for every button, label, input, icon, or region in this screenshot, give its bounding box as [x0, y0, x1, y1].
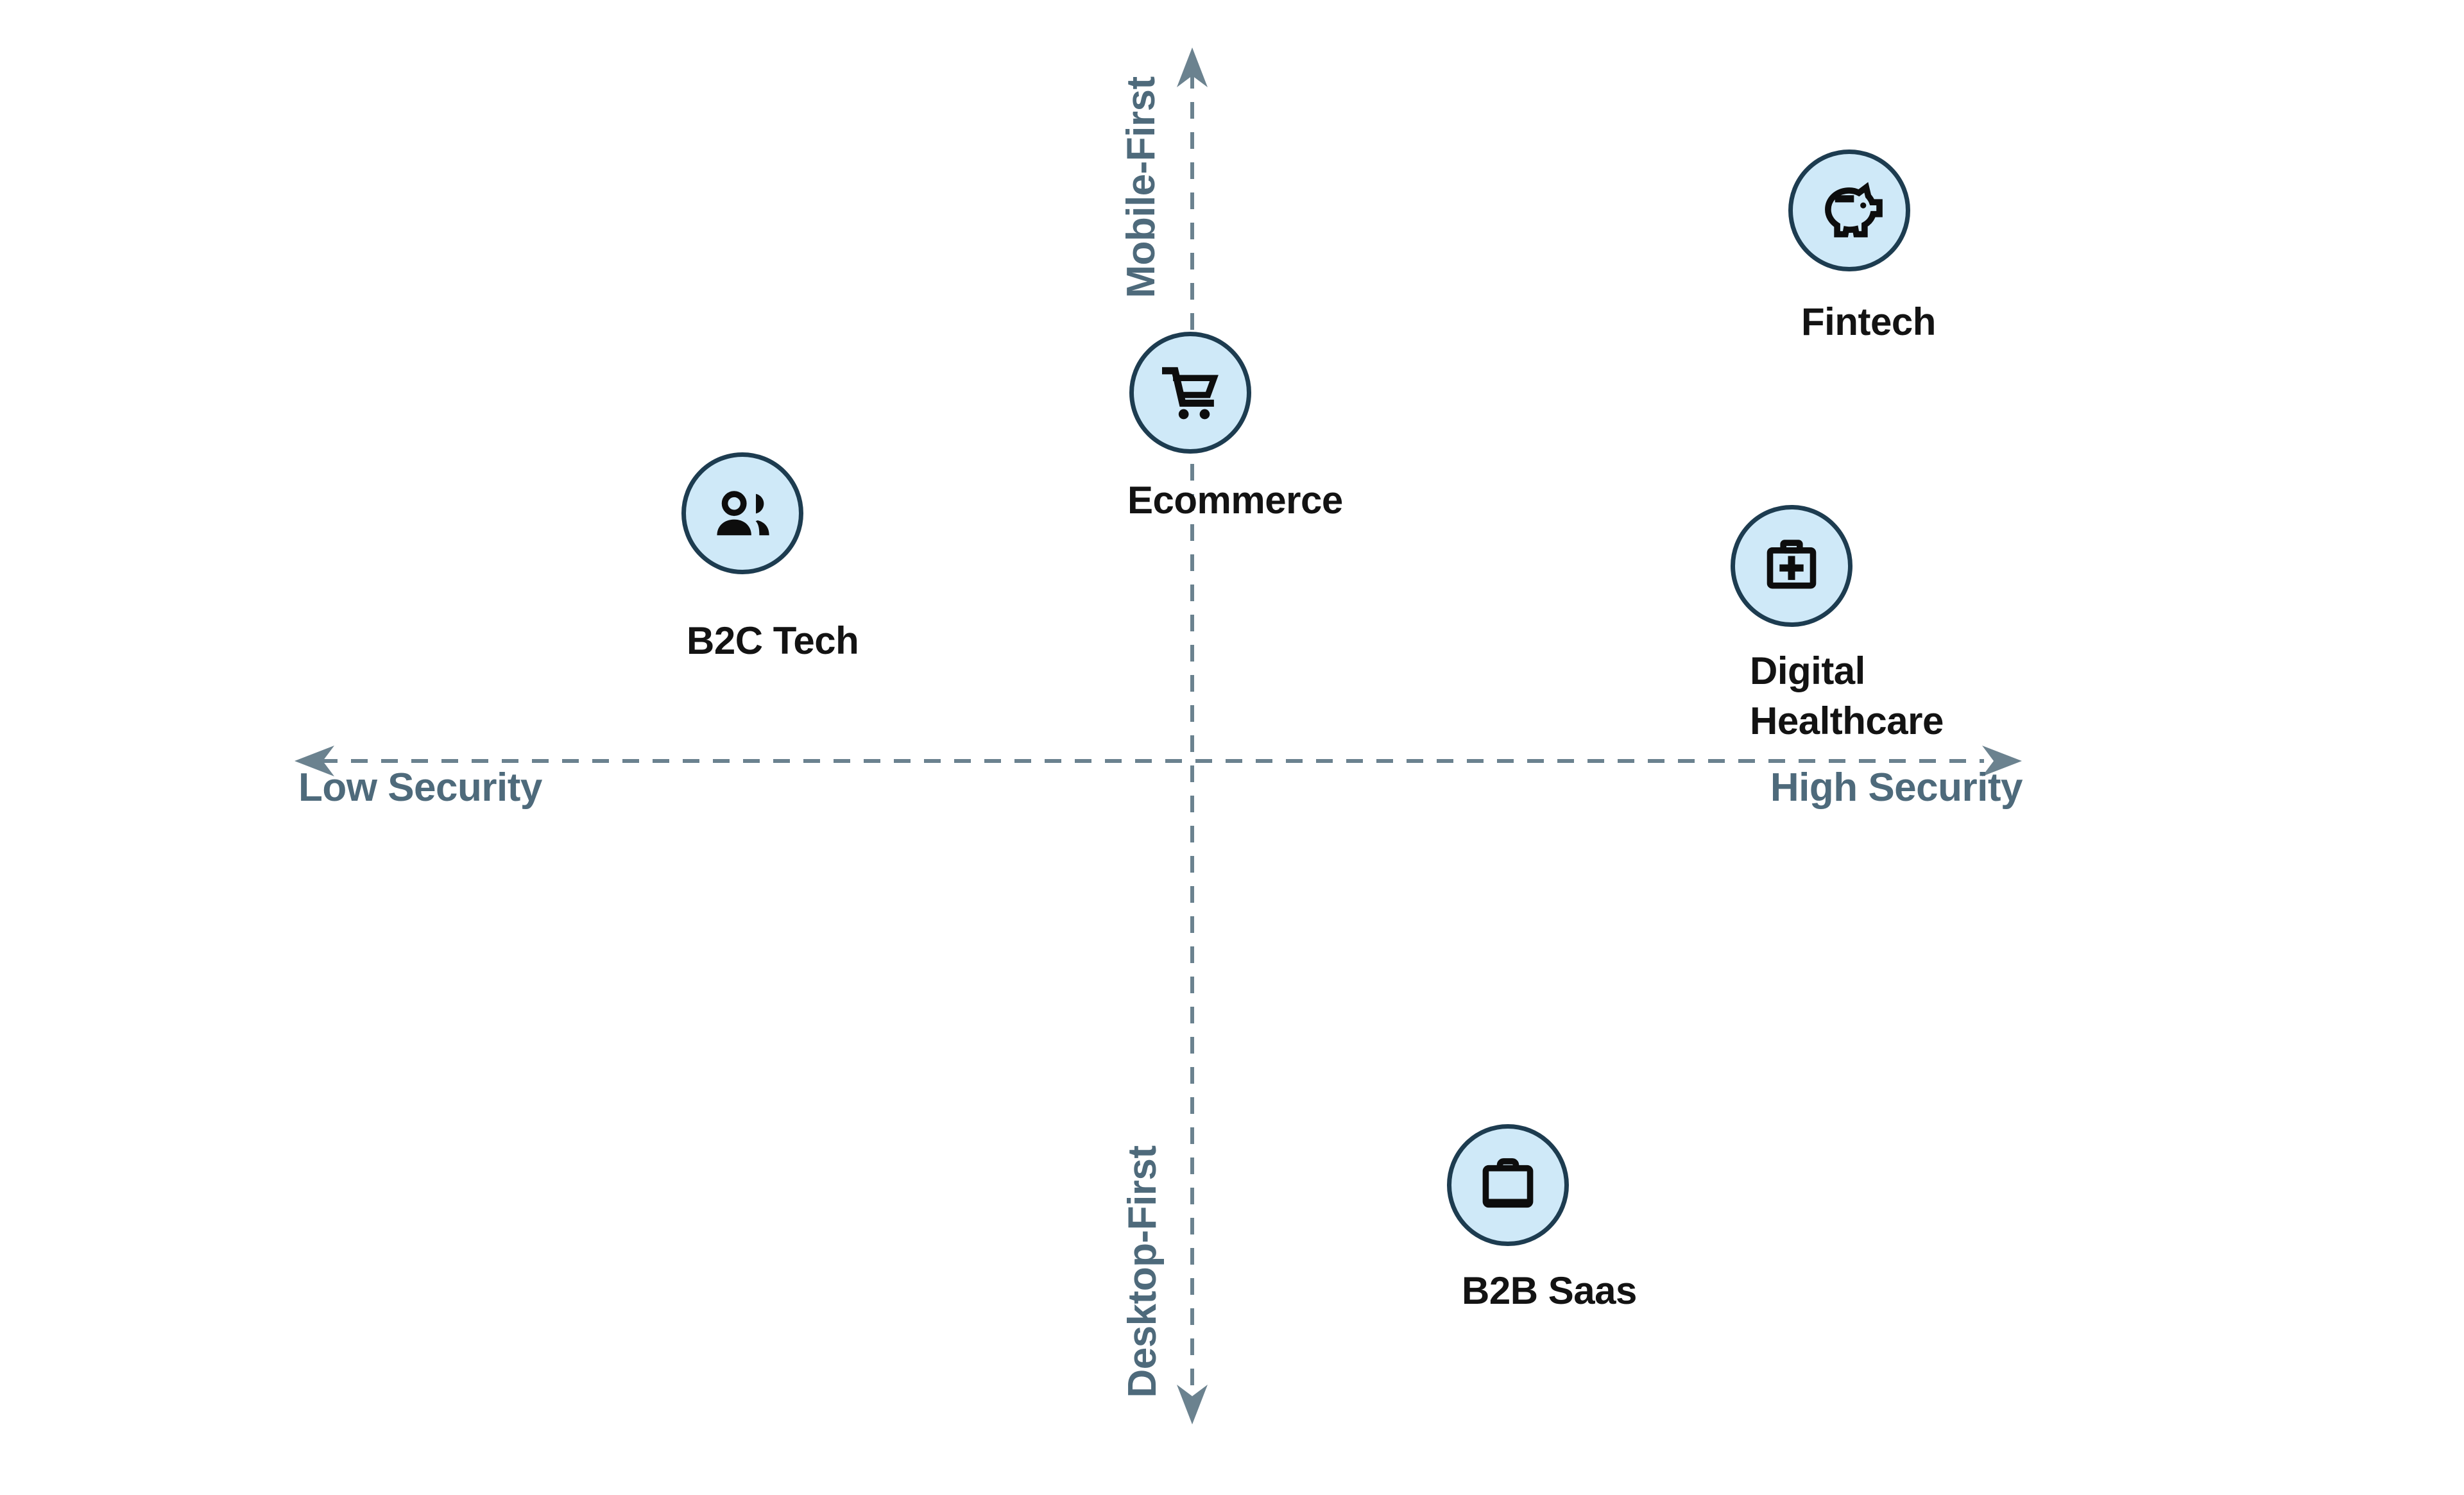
node-circle — [681, 452, 803, 574]
node-digital-healthcare: Digital Healthcare — [1731, 505, 1944, 742]
briefcase-icon — [1482, 1158, 1534, 1208]
node-circle — [1447, 1124, 1569, 1246]
axis-label-desktop-first: Desktop-First — [1120, 1145, 1165, 1398]
node-label: B2C Tech — [687, 619, 859, 662]
node-circle — [1129, 332, 1251, 454]
node-label: Ecommerce — [1127, 479, 1343, 522]
node-circle — [1788, 150, 1910, 271]
arrow-up-icon — [1177, 47, 1208, 87]
node-b2c-tech: B2C Tech — [681, 452, 859, 662]
users-icon — [717, 491, 769, 536]
node-label: Fintech — [1801, 300, 1936, 343]
node-fintech: Fintech — [1788, 150, 1936, 343]
axis-label-high-security: High Security — [1770, 765, 2023, 810]
axis-label-mobile-first: Mobile-First — [1119, 76, 1163, 298]
arrow-down-icon — [1177, 1385, 1208, 1424]
node-b2b-saas: B2B Saas — [1447, 1124, 1637, 1312]
medical-bag-icon — [1767, 540, 1817, 589]
shopping-cart-icon — [1162, 367, 1219, 420]
axis-label-low-security: Low Security — [298, 765, 542, 810]
node-ecommerce: Ecommerce — [1127, 332, 1343, 522]
node-label: B2B Saas — [1462, 1269, 1637, 1312]
node-label: Digital Healthcare — [1750, 649, 1944, 742]
node-circle — [1731, 505, 1852, 627]
piggy-bank-icon — [1825, 182, 1883, 237]
